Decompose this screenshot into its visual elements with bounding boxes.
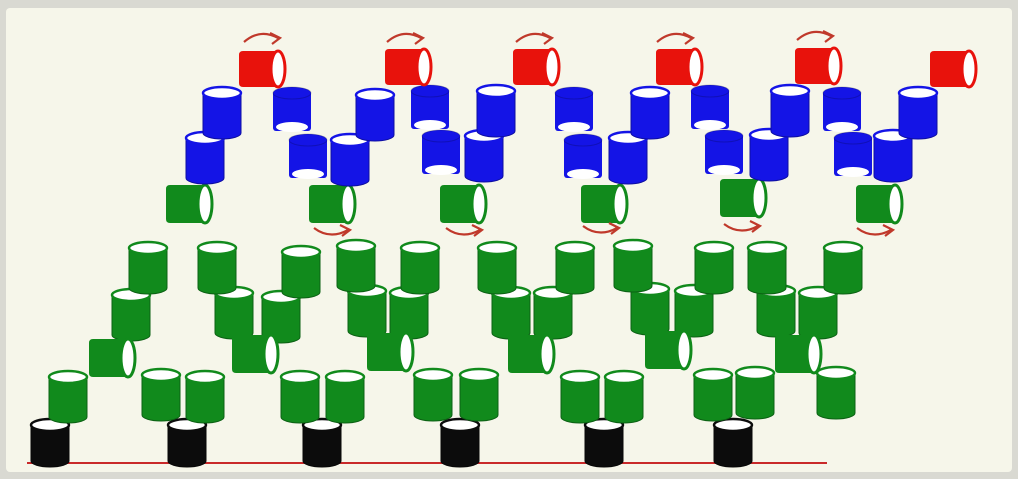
green-cylinder-6 [414, 369, 452, 421]
green-cylinder-13 [112, 289, 150, 341]
rotation-arrow-middle-2 [446, 225, 482, 236]
blue-cylinder-7 [203, 87, 241, 139]
green-cylinder-19 [534, 287, 572, 339]
green-cylinder-14 [215, 287, 253, 339]
green-sideways-cylinder-10 [581, 185, 627, 223]
blue-cylinder-12 [899, 87, 937, 139]
green-sideways-cylinder-5 [645, 331, 691, 369]
green-cylinder-11 [736, 367, 774, 419]
blue-inverted-cylinder-8 [555, 87, 593, 132]
green-cylinder-3 [186, 371, 224, 423]
green-cylinder-9 [605, 371, 643, 423]
blue-cylinder-8 [356, 89, 394, 141]
black-base-cylinder-2 [168, 419, 206, 467]
green-sideways-cylinder-1 [89, 339, 135, 377]
green-sideways-cylinder-3 [367, 333, 413, 371]
green-cylinder-8 [561, 371, 599, 423]
blue-cylinder-3 [465, 130, 503, 182]
blue-inverted-cylinder-2 [422, 130, 460, 175]
green-cylinder-1 [49, 371, 87, 423]
green-cylinder-27 [337, 240, 375, 292]
green-cylinder-34 [824, 242, 862, 294]
green-cylinder-32 [695, 242, 733, 294]
green-cylinder-12 [817, 367, 855, 419]
rotation-arrow-top-3 [516, 33, 552, 44]
green-cylinder-24 [129, 242, 167, 294]
blue-inverted-cylinder-5 [834, 132, 872, 177]
green-sideways-cylinder-11 [720, 179, 766, 217]
blue-inverted-cylinder-3 [564, 134, 602, 179]
blue-cylinder-2 [331, 134, 369, 186]
red-cylinder-2 [385, 49, 431, 85]
green-sideways-cylinder-9 [440, 185, 486, 223]
green-cylinder-26 [282, 246, 320, 298]
blue-inverted-cylinder-4 [705, 130, 743, 175]
red-cylinder-6 [930, 51, 976, 87]
blue-cylinder-4 [609, 132, 647, 184]
green-cylinder-5 [326, 371, 364, 423]
rotation-arrow-top-4 [657, 33, 693, 44]
blue-inverted-cylinder-10 [823, 87, 861, 132]
rotation-arrow-middle-3 [583, 223, 619, 234]
blue-inverted-cylinder-6 [273, 87, 311, 132]
blue-inverted-cylinder-7 [411, 85, 449, 130]
blue-inverted-cylinder-1 [289, 134, 327, 179]
green-cylinder-4 [281, 371, 319, 423]
black-base-cylinder-3 [303, 419, 341, 467]
green-sideways-cylinder-12 [856, 185, 902, 223]
rotation-arrow-middle-1 [314, 225, 350, 236]
green-cylinder-23 [799, 287, 837, 339]
green-cylinder-30 [556, 242, 594, 294]
blue-cylinder-11 [771, 85, 809, 137]
blue-cylinder-10 [631, 87, 669, 139]
rotation-arrow-middle-5 [857, 225, 893, 236]
blue-cylinder-1 [186, 132, 224, 184]
black-base-cylinder-6 [714, 419, 752, 467]
green-sideways-cylinder-7 [166, 185, 212, 223]
green-sideways-cylinder-6 [775, 335, 821, 373]
green-cylinder-33 [748, 242, 786, 294]
green-cylinder-10 [694, 369, 732, 421]
black-base-cylinder-5 [585, 419, 623, 467]
red-cylinder-1 [239, 51, 285, 87]
green-cylinder-7 [460, 369, 498, 421]
green-cylinder-29 [478, 242, 516, 294]
rotation-arrow-top-1 [244, 33, 280, 44]
rotation-arrow-middle-4 [724, 221, 760, 232]
green-cylinder-16 [348, 285, 386, 337]
green-sideways-cylinder-2 [232, 335, 278, 373]
rotation-arrow-top-2 [387, 33, 423, 44]
red-cylinder-3 [513, 49, 559, 85]
black-base-cylinder-1 [31, 419, 69, 467]
green-cylinder-28 [401, 242, 439, 294]
black-base-cylinder-4 [441, 419, 479, 467]
green-cylinder-25 [198, 242, 236, 294]
blue-cylinder-9 [477, 85, 515, 137]
green-sideways-cylinder-4 [508, 335, 554, 373]
green-cylinder-18 [492, 287, 530, 339]
red-cylinder-5 [795, 48, 841, 84]
green-cylinder-17 [390, 287, 428, 339]
rotation-arrow-top-5 [797, 31, 833, 42]
green-cylinder-31 [614, 240, 652, 292]
blue-inverted-cylinder-9 [691, 85, 729, 130]
green-sideways-cylinder-8 [309, 185, 355, 223]
green-cylinder-2 [142, 369, 180, 421]
red-cylinder-4 [656, 49, 702, 85]
